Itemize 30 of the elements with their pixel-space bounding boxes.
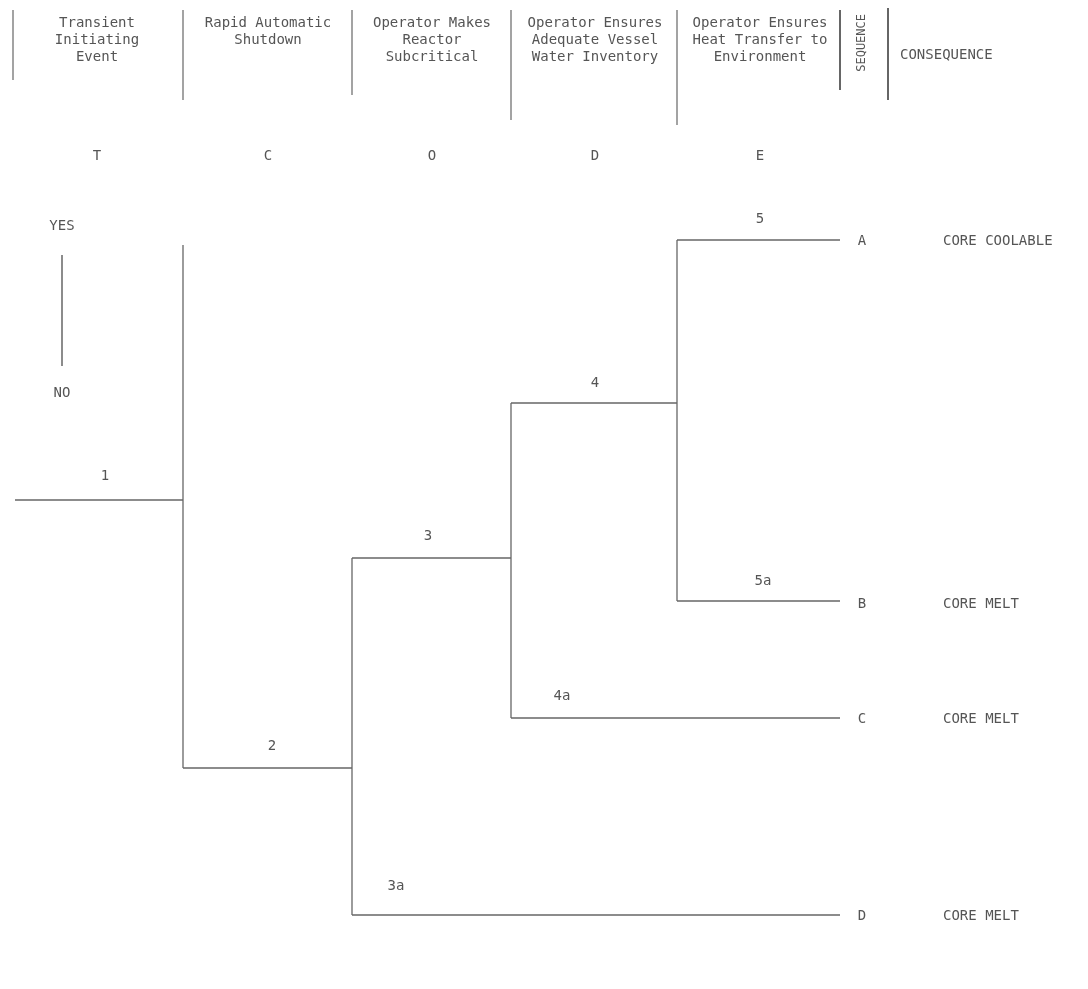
column-heading: Operator Makes Reactor Subcritical: [372, 14, 492, 65]
column-heading: SEQUENCE: [853, 14, 869, 72]
branch-number: 5: [755, 210, 765, 227]
column-heading: Operator Ensures Adequate Vessel Water Inventory: [527, 14, 663, 65]
branch-number: 3: [423, 527, 433, 544]
column-letter: E: [755, 147, 765, 164]
branch-number: 5a: [754, 572, 772, 589]
column-heading: Operator Ensures Heat Transfer to Environment: [691, 14, 829, 65]
branch-number: 3a: [387, 877, 405, 894]
column-heading: Rapid Automatic Shutdown: [203, 14, 333, 48]
consequence-label: CORE MELT: [943, 907, 1019, 924]
branch-number: 4a: [553, 687, 571, 704]
column-heading: CONSEQUENCE: [900, 46, 993, 63]
column-letter: C: [263, 147, 273, 164]
sequence-letter: A: [857, 232, 867, 249]
sequence-letter: D: [857, 907, 867, 924]
branch-number: 4: [590, 374, 600, 391]
consequence-label: CORE MELT: [943, 710, 1019, 727]
consequence-label: CORE MELT: [943, 595, 1019, 612]
no-label: NO: [53, 384, 71, 401]
column-heading: Transient Initiating Event: [53, 14, 141, 65]
column-letter: D: [590, 147, 600, 164]
sequence-letter: B: [857, 595, 867, 612]
consequence-label: CORE COOLABLE: [943, 232, 1053, 249]
branch-number: 1: [100, 467, 110, 484]
branch-number: 2: [267, 737, 277, 754]
yes-label: YES: [49, 217, 75, 234]
column-letter: T: [92, 147, 102, 164]
column-letter: O: [427, 147, 437, 164]
sequence-letter: C: [857, 710, 867, 727]
